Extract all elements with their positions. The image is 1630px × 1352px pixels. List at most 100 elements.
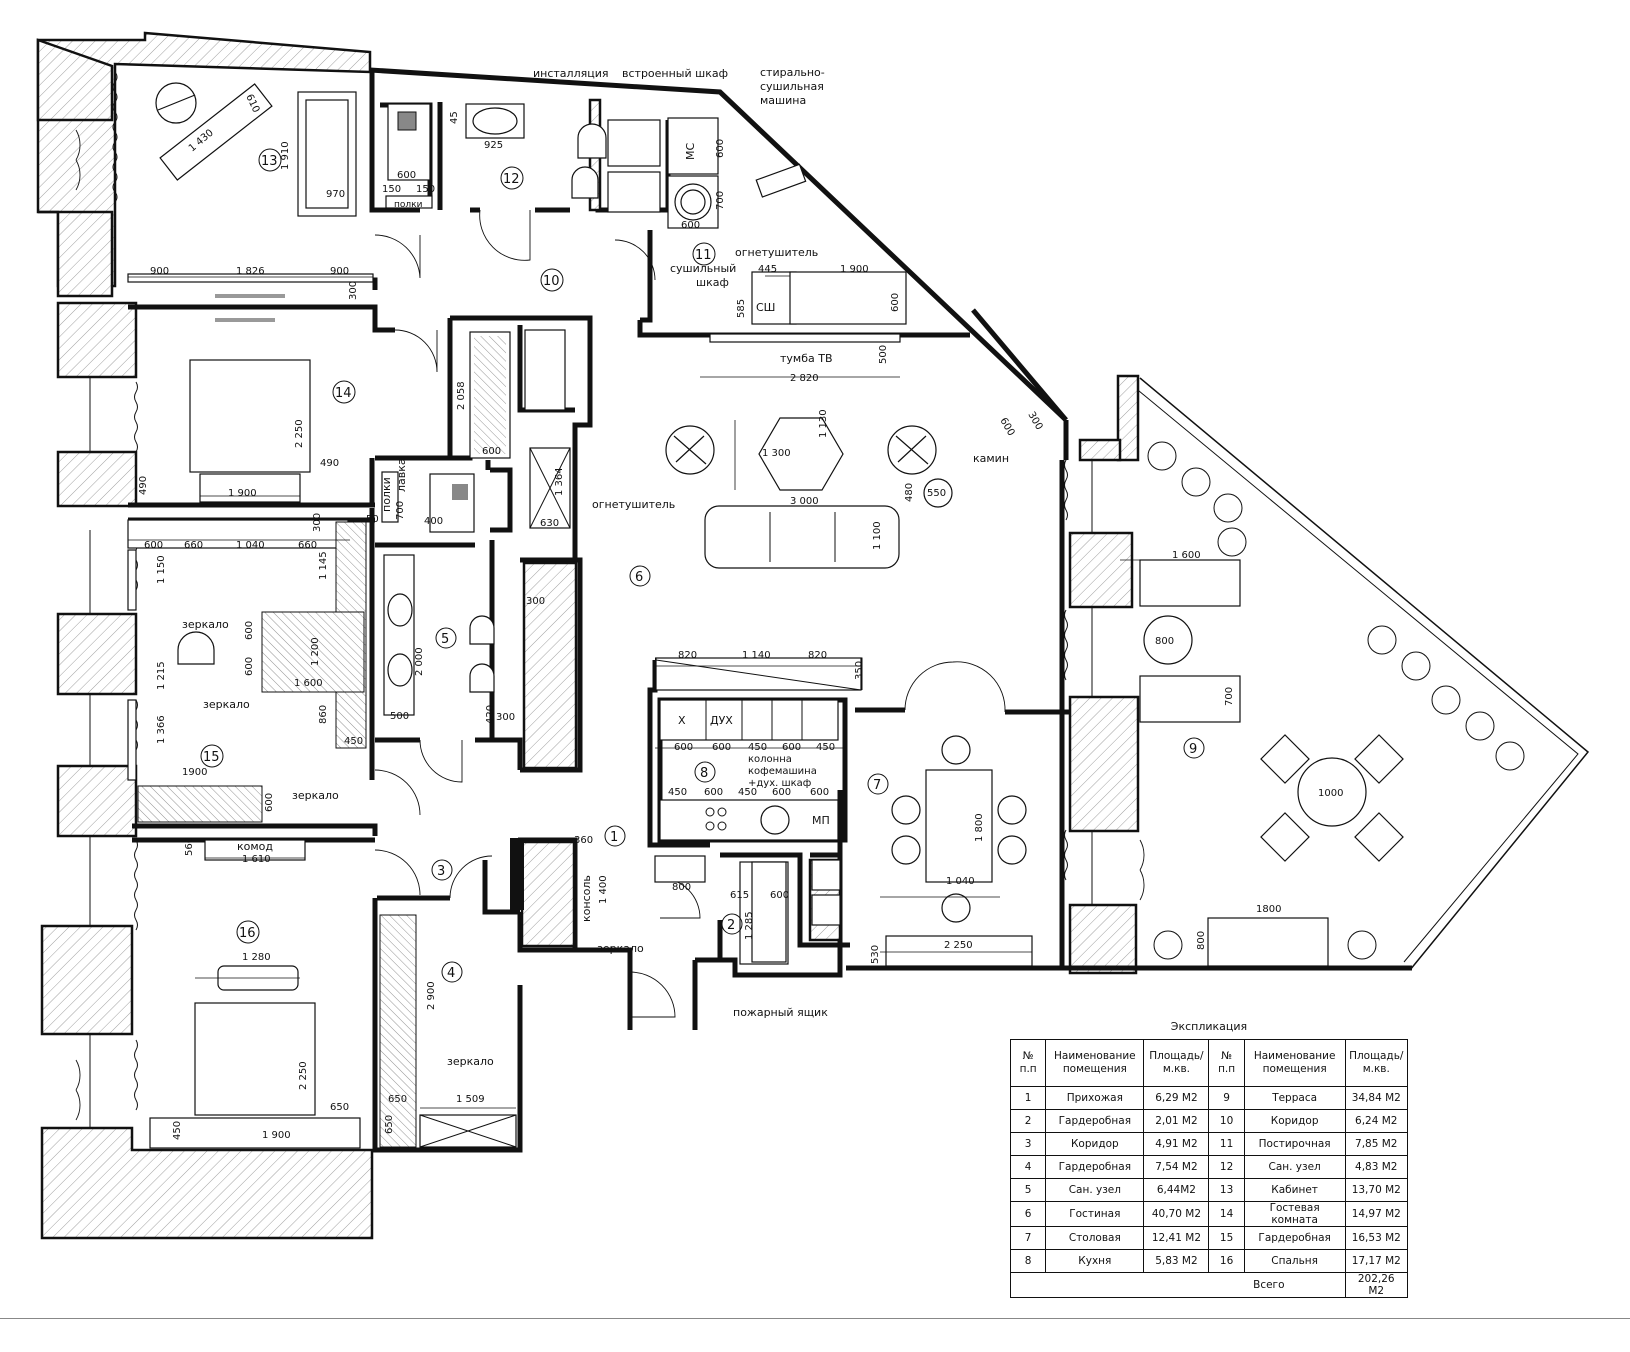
- svg-text:6: 6: [635, 570, 643, 585]
- explication-cell: 15: [1208, 1226, 1245, 1250]
- label-extinguisher-top: огнетушитель: [735, 246, 818, 259]
- exterior-walls: [36, 31, 1590, 1240]
- svg-text:650: 650: [384, 1115, 395, 1134]
- explication-cell: 16,53 М2: [1344, 1226, 1409, 1250]
- explication-table: Экспликация № п.п Наименование помещения…: [1009, 1020, 1409, 1298]
- svg-text:630: 630: [540, 518, 559, 529]
- svg-text:450: 450: [738, 787, 757, 798]
- svg-text:600: 600: [244, 621, 255, 640]
- explication-cell: Кабинет: [1243, 1178, 1346, 1202]
- svg-text:450: 450: [668, 787, 687, 798]
- room-14: 14: [332, 380, 356, 404]
- svg-text:1 910: 1 910: [280, 141, 291, 170]
- explication-cell: Коридор: [1243, 1109, 1346, 1133]
- svg-text:600: 600: [712, 742, 731, 753]
- explication-cell: 9: [1208, 1086, 1245, 1110]
- dimension-texts: 610 1 430 1 910 970 600 150 150 45 925 6…: [138, 93, 1343, 1141]
- svg-text:3 000: 3 000: [790, 496, 819, 507]
- svg-text:600: 600: [770, 890, 789, 901]
- explication-title: Экспликация: [1170, 1020, 1248, 1033]
- label-mirror-2: зеркало: [203, 698, 250, 711]
- label-washing-machine: МС: [684, 143, 697, 160]
- svg-text:1 200: 1 200: [310, 637, 321, 666]
- explication-cell: 4,83 М2: [1344, 1155, 1409, 1179]
- svg-text:150: 150: [416, 184, 435, 195]
- explication-cell: 13,70 М2: [1344, 1178, 1409, 1202]
- room-13: 13: [258, 148, 282, 172]
- svg-text:1 509: 1 509: [456, 1094, 485, 1105]
- svg-text:700: 700: [1224, 687, 1235, 706]
- label-dresser: комод: [237, 840, 273, 853]
- explication-cell: 17,17 М2: [1344, 1249, 1409, 1273]
- header-num-1: № п.п: [1009, 1039, 1047, 1087]
- explication-cell: 2: [1009, 1109, 1047, 1133]
- svg-text:1800: 1800: [1256, 904, 1281, 915]
- explication-cell: Гардеробная: [1045, 1155, 1145, 1179]
- svg-text:1 145: 1 145: [318, 551, 329, 580]
- svg-text:600: 600: [810, 787, 829, 798]
- svg-text:450: 450: [748, 742, 767, 753]
- svg-text:650: 650: [388, 1094, 407, 1105]
- svg-text:1 600: 1 600: [1172, 550, 1201, 561]
- label-oven: ДУХ: [710, 714, 733, 727]
- label-shelves: полки: [380, 477, 393, 512]
- label-dryer-cabinet-2: шкаф: [696, 276, 729, 289]
- svg-text:1 900: 1 900: [228, 488, 257, 499]
- svg-text:700: 700: [715, 191, 726, 210]
- label-fridge: Х: [678, 714, 686, 727]
- label-coffee-2: кофемашина: [748, 766, 817, 777]
- bed-14: [189, 359, 311, 473]
- total-label: Всего: [1010, 1272, 1346, 1298]
- room-10: 10: [540, 268, 564, 292]
- label-extinguisher-mid: огнетушитель: [592, 498, 675, 511]
- svg-text:500: 500: [390, 711, 409, 722]
- svg-text:1 280: 1 280: [242, 952, 271, 963]
- label-coffee-1: колонна: [748, 754, 792, 765]
- explication-cell: 12,41 М2: [1143, 1226, 1210, 1250]
- armchair-right: [887, 425, 937, 475]
- explication-cell: Гардеробная: [1243, 1226, 1346, 1250]
- dining-table: [925, 769, 993, 883]
- svg-text:150: 150: [382, 184, 401, 195]
- svg-text:800: 800: [1196, 931, 1207, 950]
- svg-text:530: 530: [870, 945, 881, 964]
- svg-text:1 040: 1 040: [236, 540, 265, 551]
- explication-cell: 3: [1009, 1132, 1047, 1156]
- svg-text:600: 600: [397, 170, 416, 181]
- explication-cell: 13: [1208, 1178, 1245, 1202]
- sheet-border-line: [0, 1318, 1630, 1319]
- svg-text:600: 600: [264, 793, 275, 812]
- svg-text:600: 600: [244, 657, 255, 676]
- explication-cell: Постирочная: [1243, 1132, 1346, 1156]
- explication-cell: Гостиная: [1045, 1201, 1145, 1227]
- svg-text:13: 13: [261, 154, 278, 169]
- svg-text:550: 550: [927, 488, 946, 499]
- svg-text:1 900: 1 900: [840, 264, 869, 275]
- svg-text:480: 480: [904, 483, 915, 502]
- explication-cell: 7,54 М2: [1143, 1155, 1210, 1179]
- svg-text:450: 450: [344, 736, 363, 747]
- svg-text:1 364: 1 364: [554, 467, 565, 496]
- room-9: 9: [1183, 737, 1205, 759]
- svg-text:350: 350: [854, 661, 865, 680]
- svg-text:2 058: 2 058: [456, 381, 467, 410]
- svg-text:1 150: 1 150: [156, 555, 167, 584]
- room-3: 3: [431, 859, 453, 881]
- svg-text:450: 450: [172, 1121, 183, 1140]
- coffee-table: [758, 417, 844, 491]
- svg-text:1 400: 1 400: [598, 875, 609, 904]
- explication-cell: Терраса: [1243, 1086, 1346, 1110]
- explication-cell: 8: [1009, 1249, 1047, 1273]
- room-15: 15: [200, 744, 224, 768]
- svg-text:650: 650: [330, 1102, 349, 1113]
- desk-13: [159, 83, 273, 181]
- explication-cell: Сан. узел: [1045, 1178, 1145, 1202]
- explication-cell: 1: [1009, 1086, 1047, 1110]
- svg-text:2: 2: [727, 918, 735, 933]
- svg-text:600: 600: [482, 446, 501, 457]
- svg-text:9: 9: [1189, 742, 1197, 757]
